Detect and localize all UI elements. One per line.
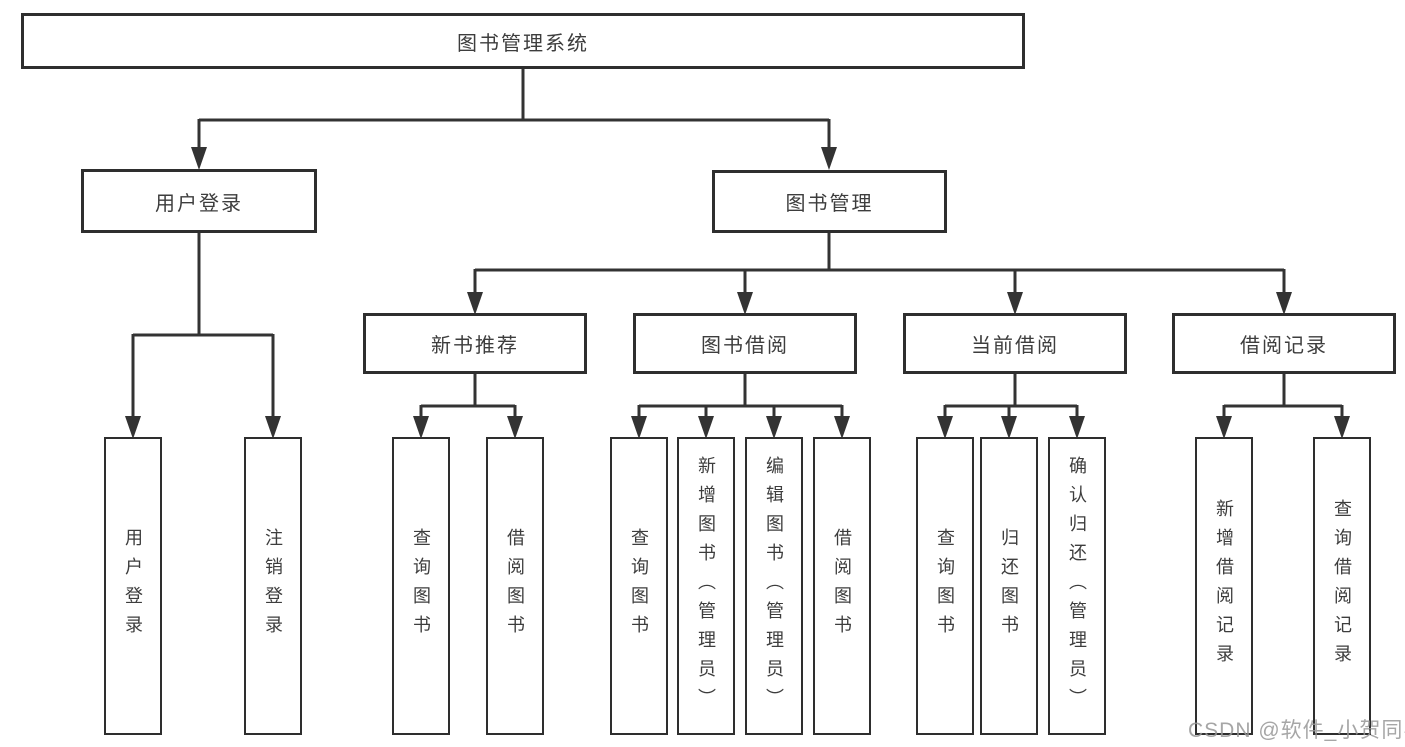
- leaf-edit-books-admin: 编辑图书（管理员）: [745, 437, 803, 735]
- leaf-query-books: 查询图书: [916, 437, 974, 735]
- node-book-management: 图书管理: [712, 170, 947, 233]
- node-label: 图书管理系统: [457, 32, 589, 55]
- node-user-login: 用户登录: [81, 169, 317, 233]
- arrowheads: [125, 147, 1350, 439]
- node-label: 图书借阅: [701, 335, 789, 357]
- leaf-return-books: 归还图书: [980, 437, 1038, 735]
- node-label: 借阅图书: [832, 528, 852, 644]
- leaf-add-books-admin: 新增图书（管理员）: [677, 437, 735, 735]
- node-label: 借阅记录: [1240, 335, 1328, 357]
- node-label: 当前借阅: [971, 335, 1059, 357]
- leaf-query-books: 查询图书: [610, 437, 668, 735]
- node-label: 用户登录: [123, 528, 143, 644]
- csdn-watermark: CSDN @软件_小贺同学: [1188, 719, 1405, 742]
- leaf-query-borrow-record: 查询借阅记录: [1313, 437, 1371, 735]
- node-root-system: 图书管理系统: [21, 13, 1025, 69]
- node-label: 确认归还（管理员）: [1067, 455, 1087, 717]
- node-label: 查询图书: [411, 528, 431, 644]
- node-label: 新增图书（管理员）: [696, 455, 716, 717]
- node-label: 图书管理: [785, 193, 874, 215]
- node-current-borrowing: 当前借阅: [903, 313, 1127, 374]
- leaf-query-books: 查询图书: [392, 437, 450, 735]
- node-label: 查询借阅记录: [1332, 499, 1352, 673]
- node-label: 注销登录: [263, 528, 283, 644]
- leaf-user-login: 用户登录: [104, 437, 162, 735]
- node-new-book-recommendation: 新书推荐: [363, 313, 587, 374]
- node-label: 查询图书: [935, 528, 955, 644]
- node-borrowing-records: 借阅记录: [1172, 313, 1396, 374]
- node-book-borrowing: 图书借阅: [633, 313, 857, 374]
- node-label: 新增借阅记录: [1214, 499, 1234, 673]
- node-label: 编辑图书（管理员）: [764, 455, 784, 717]
- leaf-borrow-books: 借阅图书: [813, 437, 871, 735]
- node-label: 归还图书: [999, 528, 1019, 644]
- leaf-logout: 注销登录: [244, 437, 302, 735]
- node-label: 新书推荐: [431, 335, 519, 357]
- leaf-add-borrow-record: 新增借阅记录: [1195, 437, 1253, 735]
- leaf-confirm-return-admin: 确认归还（管理员）: [1048, 437, 1106, 735]
- node-label: 用户登录: [155, 192, 243, 215]
- node-label: 借阅图书: [505, 528, 525, 644]
- node-label: 查询图书: [629, 528, 649, 644]
- leaf-borrow-books: 借阅图书: [486, 437, 544, 735]
